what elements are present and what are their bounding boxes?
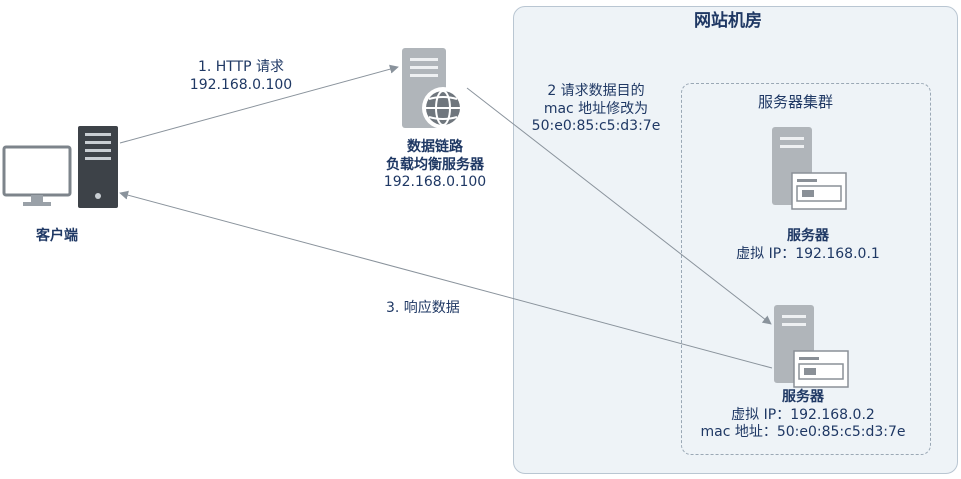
step1-title: 1. HTTP 请求: [197, 59, 285, 75]
server-2-mac: mac 地址：50:e0:85:c5:d3:7e: [700, 424, 906, 440]
server-2-icon: [774, 305, 849, 388]
globe-icon: [422, 87, 464, 129]
server-2-label: 服务器 虚拟 IP：192.168.0.2 mac 地址：50:e0:85:c5…: [688, 389, 918, 442]
pc-tower-icon: [78, 126, 118, 208]
website-room-group: [513, 6, 958, 474]
arrow-forward-to-server: [466, 87, 772, 325]
arrow-http-request: [119, 64, 399, 144]
server-1-ip: 虚拟 IP：192.168.0.1: [736, 245, 880, 262]
server-2-name: 服务器: [782, 389, 824, 405]
server-cluster-title: 服务器集群: [758, 93, 834, 111]
website-room-title: 网站机房: [694, 11, 762, 31]
load-balancer-name-line1: 数据链路: [407, 139, 463, 155]
step2-label: 2 请求数据目的 mac 地址修改为 50:e0:85:c5:d3:7e: [526, 83, 666, 136]
load-balancer-ip: 192.168.0.100: [383, 174, 487, 190]
step1-label: 1. HTTP 请求 192.168.0.100: [178, 59, 304, 94]
load-balancer-name-line2: 负载均衡服务器: [386, 156, 484, 173]
step2-line1: 2 请求数据目的: [547, 83, 645, 99]
server-1-label: 服务器 虚拟 IP：192.168.0.1: [708, 228, 908, 263]
step3-label: 3. 响应数据: [386, 300, 460, 316]
step1-ip: 192.168.0.100: [189, 76, 293, 93]
monitor-icon: [2, 145, 72, 206]
client-label: 客户端: [36, 228, 78, 244]
server-2-ip: 虚拟 IP：192.168.0.2: [731, 406, 875, 423]
step2-line2: mac 地址修改为: [543, 100, 649, 117]
server-1-icon: [772, 127, 847, 210]
server-cluster-group: [681, 83, 931, 455]
load-balancer-label: 数据链路 负载均衡服务器 192.168.0.100: [360, 139, 510, 192]
arrow-response: [119, 190, 773, 369]
step2-line3: 50:e0:85:c5:d3:7e: [531, 118, 661, 134]
server-1-name: 服务器: [787, 228, 829, 244]
